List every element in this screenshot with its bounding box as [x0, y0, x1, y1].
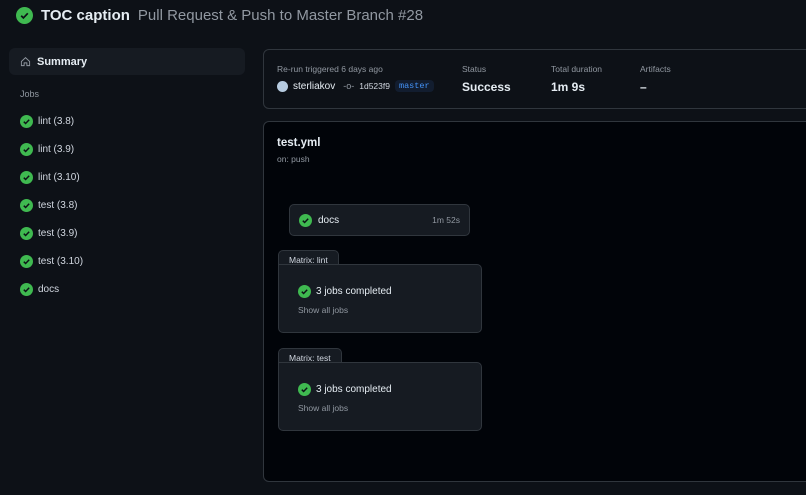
- job-label: docs: [38, 284, 60, 295]
- job-label: lint (3.10): [38, 172, 80, 183]
- sidebar-item-summary[interactable]: Summary: [9, 48, 245, 75]
- check-circle-icon: [16, 7, 33, 24]
- check-circle-icon: [20, 171, 33, 184]
- job-label: lint (3.9): [38, 144, 75, 155]
- matrix-test[interactable]: 3 jobs completed Show all jobs: [278, 362, 482, 431]
- check-circle-icon: [20, 199, 33, 212]
- sidebar-job-item[interactable]: docs: [20, 283, 59, 296]
- user-link[interactable]: sterliakov: [293, 80, 336, 92]
- sidebar-job-item[interactable]: test (3.10): [20, 255, 83, 268]
- branch-badge[interactable]: master: [394, 80, 434, 92]
- check-circle-icon: [299, 213, 312, 227]
- commit-link[interactable]: 1d523f9: [359, 81, 390, 91]
- jobs-heading: Jobs: [20, 89, 40, 99]
- sidebar-job-item[interactable]: test (3.9): [20, 227, 77, 240]
- avatar[interactable]: [277, 80, 288, 92]
- workflow-trigger: on: push: [277, 154, 310, 164]
- job-label: lint (3.8): [38, 116, 75, 127]
- matrix-summary: 3 jobs completed: [316, 384, 392, 395]
- job-duration: 1m 52s: [432, 215, 460, 225]
- sidebar-job-item[interactable]: lint (3.9): [20, 143, 74, 156]
- show-all-jobs-link[interactable]: Show all jobs: [298, 403, 349, 413]
- check-circle-icon: [298, 285, 311, 298]
- run-summary-card: Re-run triggered 6 days ago sterliakov -…: [263, 49, 806, 109]
- summary-label: Summary: [37, 55, 88, 68]
- duration-label: Total duration: [551, 64, 603, 74]
- matrix-test-tab: Matrix: test: [278, 348, 342, 364]
- workflow-file[interactable]: test.yml: [277, 137, 321, 149]
- artifacts-value: –: [640, 80, 647, 94]
- sidebar-job-item[interactable]: lint (3.10): [20, 171, 80, 184]
- status-label: Status: [462, 64, 487, 74]
- sidebar-job-item[interactable]: lint (3.8): [20, 115, 74, 128]
- job-label: test (3.9): [38, 228, 78, 239]
- artifacts-label: Artifacts: [640, 64, 671, 74]
- job-label: test (3.8): [38, 200, 78, 211]
- check-circle-icon: [20, 143, 33, 156]
- check-circle-icon: [20, 115, 33, 128]
- sidebar-job-item[interactable]: test (3.8): [20, 199, 77, 212]
- run-title: TOC caption Pull Request & Push to Maste…: [16, 7, 423, 24]
- check-circle-icon: [20, 283, 33, 296]
- job-docs[interactable]: docs 1m 52s: [289, 204, 470, 236]
- matrix-summary: 3 jobs completed: [316, 286, 392, 297]
- workflow-graph: test.yml on: push docs 1m 52s Matrix: li…: [263, 121, 806, 482]
- check-circle-icon: [20, 227, 33, 240]
- workflow-name[interactable]: TOC caption: [41, 7, 130, 24]
- show-all-jobs-link[interactable]: Show all jobs: [298, 305, 349, 315]
- matrix-lint-tab: Matrix: lint: [278, 250, 339, 266]
- job-label: test (3.10): [38, 256, 84, 267]
- commit-icon: -o-: [343, 81, 355, 91]
- duration-value: 1m 9s: [551, 80, 586, 94]
- home-icon: [20, 57, 31, 67]
- matrix-lint[interactable]: 3 jobs completed Show all jobs: [278, 264, 482, 333]
- check-circle-icon: [298, 383, 311, 396]
- trigger-text: Re-run triggered 6 days ago: [277, 64, 383, 74]
- check-circle-icon: [20, 255, 33, 268]
- run-name: Pull Request & Push to Master Branch #28: [137, 7, 424, 24]
- job-name: docs: [318, 214, 340, 226]
- status-value: Success: [462, 80, 511, 94]
